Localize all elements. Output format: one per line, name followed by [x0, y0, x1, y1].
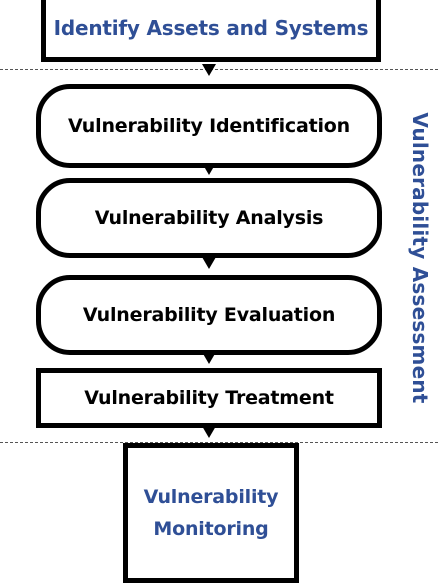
arrow-down-5	[202, 426, 216, 438]
step-identify-assets-label: Identify Assets and Systems	[53, 16, 369, 40]
divider-bottom	[0, 442, 438, 443]
step-vulnerability-monitoring: Vulnerability Monitoring	[123, 443, 299, 583]
phase-label-vulnerability-assessment: Vulnerability Assessment	[408, 112, 432, 404]
arrow-down-4	[202, 352, 216, 364]
step-vulnerability-treatment-label: Vulnerability Treatment	[84, 387, 334, 409]
arrow-down-2	[202, 163, 216, 175]
arrow-down-3	[202, 257, 216, 269]
step-identify-assets: Identify Assets and Systems	[41, 0, 381, 62]
step-vulnerability-treatment: Vulnerability Treatment	[36, 368, 382, 428]
step-vulnerability-analysis: Vulnerability Analysis	[36, 178, 382, 258]
step-vulnerability-monitoring-label: Vulnerability Monitoring	[143, 486, 279, 540]
step-vulnerability-identification: Vulnerability Identification	[36, 84, 382, 168]
step-vulnerability-identification-label: Vulnerability Identification	[67, 115, 350, 137]
step-vulnerability-evaluation: Vulnerability Evaluation	[36, 275, 382, 355]
divider-top	[0, 69, 438, 70]
step-vulnerability-evaluation-label: Vulnerability Evaluation	[82, 304, 336, 326]
step-vulnerability-analysis-label: Vulnerability Analysis	[94, 207, 324, 229]
arrow-down-1	[202, 64, 216, 76]
